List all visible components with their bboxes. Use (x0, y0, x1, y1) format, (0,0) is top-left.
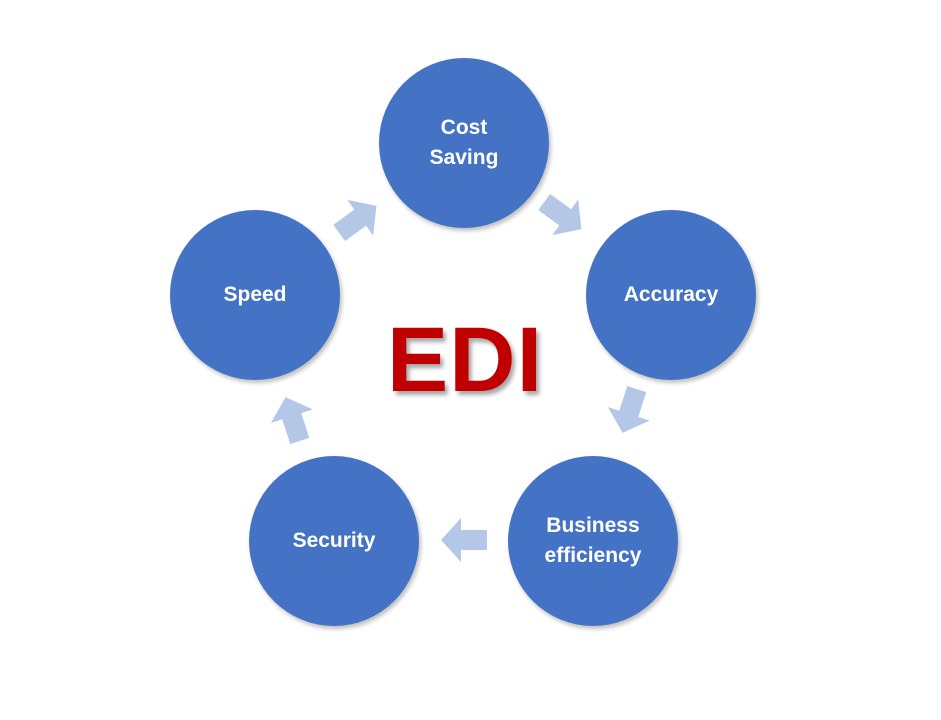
arrow-speed-to-cost-saving (333, 199, 377, 242)
arrow-business-efficiency-to-security (441, 518, 487, 562)
center-title-edi: EDI (386, 308, 544, 411)
node-cost-saving-label: Cost Saving (429, 116, 499, 169)
node-accuracy-label: Accuracy (623, 283, 719, 306)
arrow-accuracy-to-business-efficiency (607, 385, 650, 433)
node-cost-saving: Cost Saving (379, 58, 549, 228)
arrow-cost-saving-to-accuracy (538, 193, 582, 236)
node-speed-label: Speed (223, 283, 287, 306)
node-security-label: Security (292, 529, 376, 552)
node-accuracy: Accuracy (586, 210, 756, 380)
node-business-efficiency: Business efficiency (508, 456, 678, 626)
node-business-efficiency-label: Business efficiency (544, 514, 642, 567)
node-speed: Speed (170, 210, 340, 380)
arrow-security-to-speed (270, 397, 313, 445)
node-security: Security (249, 456, 419, 626)
